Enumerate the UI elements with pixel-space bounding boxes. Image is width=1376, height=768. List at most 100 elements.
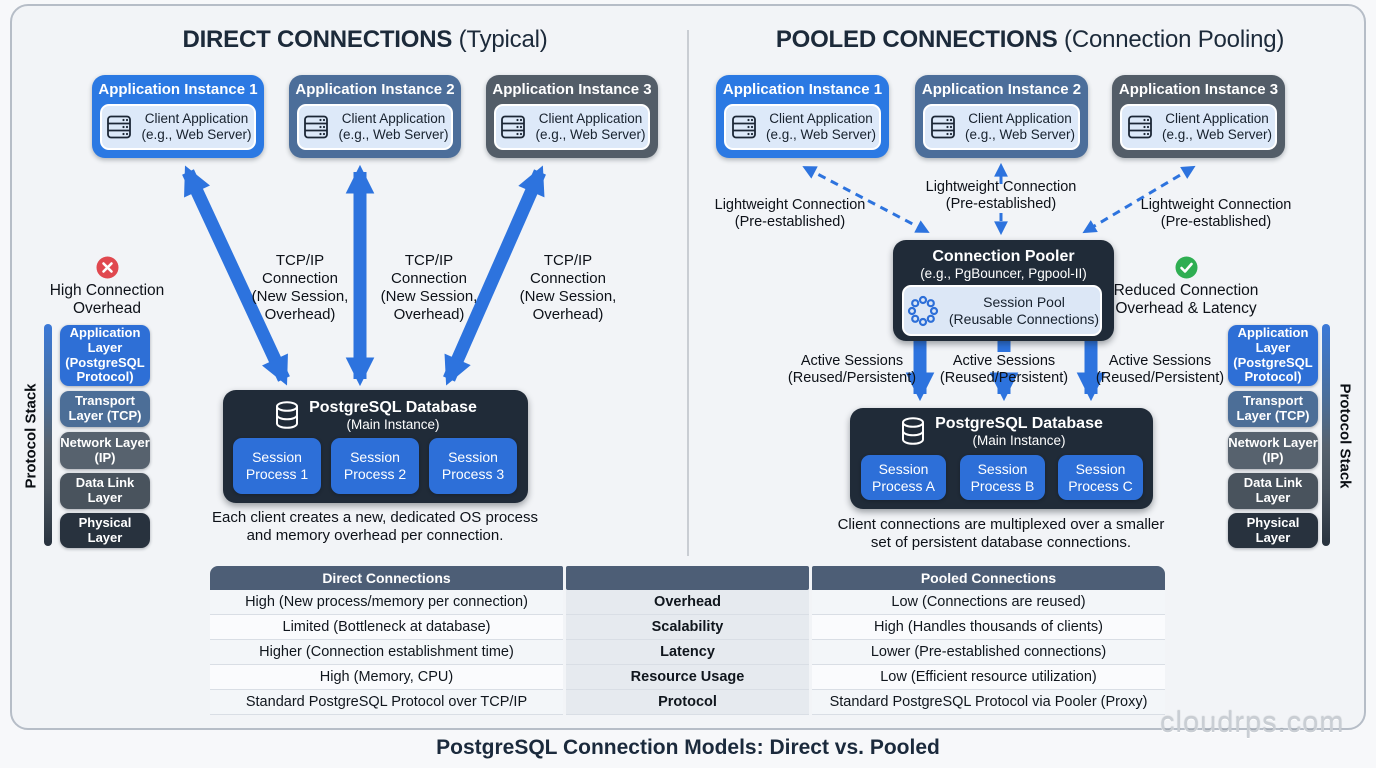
client-application-box: Client Application (e.g., Web Server): [494, 104, 650, 150]
server-icon: [304, 115, 329, 139]
server-icon: [1128, 115, 1152, 139]
client-application-box: Client Application (e.g., Web Server): [297, 104, 453, 150]
active-sessions-label-3: Active Sessions (Reused/Persistent): [1095, 353, 1225, 386]
table-cell-direct: Limited (Bottleneck at database): [210, 615, 563, 640]
table-cell-direct: Higher (Connection establishment time): [210, 640, 563, 665]
client-application-label: Client Application (e.g., Web Server): [964, 111, 1076, 142]
protocol-layer-network: Network Layer (IP): [60, 432, 150, 469]
session-process-box: Session Process 2: [331, 438, 419, 494]
section-title-pooled-bold: POOLED CONNECTIONS: [775, 26, 1058, 53]
connection-pooler-subtitle: (e.g., PgBouncer, Pgpool-II): [920, 266, 1087, 281]
client-application-box: Client Application (e.g., Web Server): [1120, 104, 1277, 150]
protocol-layer-datalink: Data Link Layer: [60, 473, 150, 509]
app-instance-1-direct: Application Instance 1 Client Applicatio…: [92, 75, 264, 158]
table-cell-metric: Overhead: [566, 590, 809, 615]
protocol-layer-application: Application Layer (PostgreSQL Protocol): [60, 325, 150, 386]
app-instance-3-direct: Application Instance 3 Client Applicatio…: [486, 75, 658, 158]
client-application-label: Client Application (e.g., Web Server): [141, 111, 252, 142]
app-instance-2-direct: Application Instance 2 Client Applicatio…: [289, 75, 461, 158]
table-cell-metric: Resource Usage: [566, 665, 809, 690]
protocol-layer-datalink: Data Link Layer: [1228, 473, 1318, 509]
protocol-layer-transport: Transport Layer (TCP): [1228, 391, 1318, 427]
session-process-box: Session Process 3: [429, 438, 517, 494]
protocol-stack-bar: [44, 324, 52, 546]
table-cell-pooled: Standard PostgreSQL Protocol via Pooler …: [812, 690, 1165, 715]
protocol-layer-physical: Physical Layer: [60, 513, 150, 548]
section-divider: [687, 30, 689, 556]
section-title-direct-bold: DIRECT CONNECTIONS: [182, 26, 453, 53]
server-icon: [107, 115, 132, 139]
session-pool-icon: [907, 295, 938, 326]
pooled-caption: Client connections are multiplexed over …: [837, 516, 1165, 552]
table-header-direct: Direct Connections: [210, 566, 563, 590]
server-icon: [931, 115, 955, 139]
app-instance-title: Application Instance 3: [492, 81, 652, 98]
table-cell-metric: Protocol: [566, 690, 809, 715]
client-application-label: Client Application (e.g., Web Server): [765, 111, 877, 142]
protocol-layer-network: Network Layer (IP): [1228, 432, 1318, 469]
session-process-box: Session Process 1: [233, 438, 321, 494]
protocol-stack-label: Protocol Stack: [22, 383, 40, 489]
table-cell-metric: Latency: [566, 640, 809, 665]
high-overhead-note: High Connection Overhead: [49, 282, 165, 318]
app-instance-title: Application Instance 1: [722, 81, 883, 98]
app-instance-title: Application Instance 1: [98, 81, 258, 98]
connection-pooler-title: Connection Pooler: [932, 248, 1075, 265]
section-title-pooled: POOLED CONNECTIONS (Connection Pooling): [700, 26, 1360, 54]
lightweight-connection-label-1: Lightweight Connection (Pre-established): [714, 197, 866, 230]
comparison-table: Direct Connections Pooled Connections Hi…: [210, 566, 1165, 715]
protocol-layer-physical: Physical Layer: [1228, 513, 1318, 548]
direct-connection-arrows: [182, 164, 546, 387]
protocol-layer-application: Application Layer (PostgreSQL Protocol): [1228, 325, 1318, 386]
table-cell-direct: High (Memory, CPU): [210, 665, 563, 690]
session-pool-label: Session Pool (Reusable Connections): [948, 293, 1100, 327]
app-instance-2-pooled: Application Instance 2 Client Applicatio…: [915, 75, 1088, 158]
session-process-box: Session Process C: [1058, 455, 1143, 500]
server-icon: [501, 115, 526, 139]
database-icon: [902, 417, 925, 446]
table-cell-pooled: High (Handles thousands of clients): [812, 615, 1165, 640]
active-sessions-label-2: Active Sessions (Reused/Persistent): [939, 353, 1069, 386]
error-icon: [96, 256, 119, 279]
session-pool-box: Session Pool (Reusable Connections): [902, 285, 1102, 336]
database-subtitle: (Main Instance): [346, 416, 440, 432]
database-title: PostgreSQL Database: [309, 399, 477, 416]
database-card-direct: PostgreSQL Database (Main Instance) Sess…: [223, 390, 528, 503]
table-cell-pooled: Low (Connections are reused): [812, 590, 1165, 615]
client-application-label: Client Application (e.g., Web Server): [1161, 111, 1273, 142]
client-application-label: Client Application (e.g., Web Server): [535, 111, 646, 142]
section-title-pooled-rest: (Connection Pooling): [1057, 26, 1285, 53]
database-header: PostgreSQL Database (Main Instance): [850, 408, 1153, 448]
tcp-connection-label-1: TCP/IP Connection (New Session, Overhead…: [251, 252, 349, 323]
protocol-stack-bar: [1322, 324, 1330, 546]
connection-pooler-card: Connection Pooler (e.g., PgBouncer, Pgpo…: [893, 240, 1114, 341]
active-session-arrows: [905, 341, 1106, 402]
database-icon: [276, 401, 299, 430]
section-title-direct: DIRECT CONNECTIONS (Typical): [20, 26, 710, 54]
direct-caption: Each client creates a new, dedicated OS …: [211, 509, 538, 545]
app-instance-3-pooled: Application Instance 3 Client Applicatio…: [1112, 75, 1285, 158]
protocol-layer-transport: Transport Layer (TCP): [60, 391, 150, 427]
client-application-box: Client Application (e.g., Web Server): [923, 104, 1080, 150]
lightweight-connection-label-2: Lightweight Connection (Pre-established): [925, 179, 1077, 212]
table-cell-direct: Standard PostgreSQL Protocol over TCP/IP: [210, 690, 563, 715]
client-application-box: Client Application (e.g., Web Server): [724, 104, 881, 150]
protocol-stack-label: Protocol Stack: [1336, 383, 1354, 489]
database-subtitle: (Main Instance): [972, 432, 1066, 448]
reduced-overhead-note: Reduced Connection Overhead & Latency: [1113, 282, 1259, 318]
table-header-pooled: Pooled Connections: [812, 566, 1165, 590]
client-application-label: Client Application (e.g., Web Server): [338, 111, 449, 142]
app-instance-title: Application Instance 3: [1118, 81, 1279, 98]
session-process-box: Session Process A: [861, 455, 946, 500]
client-application-box: Client Application (e.g., Web Server): [100, 104, 256, 150]
tcp-connection-label-2: TCP/IP Connection (New Session, Overhead…: [380, 252, 478, 323]
app-instance-title: Application Instance 2: [921, 81, 1082, 98]
session-process-box: Session Process B: [960, 455, 1045, 500]
table-cell-metric: Scalability: [566, 615, 809, 640]
database-header: PostgreSQL Database (Main Instance): [223, 390, 528, 432]
active-sessions-label-1: Active Sessions (Reused/Persistent): [787, 353, 917, 386]
app-instance-title: Application Instance 2: [295, 81, 455, 98]
footer-title: PostgreSQL Connection Models: Direct vs.…: [436, 736, 940, 759]
table-cell-direct: High (New process/memory per connection): [210, 590, 563, 615]
